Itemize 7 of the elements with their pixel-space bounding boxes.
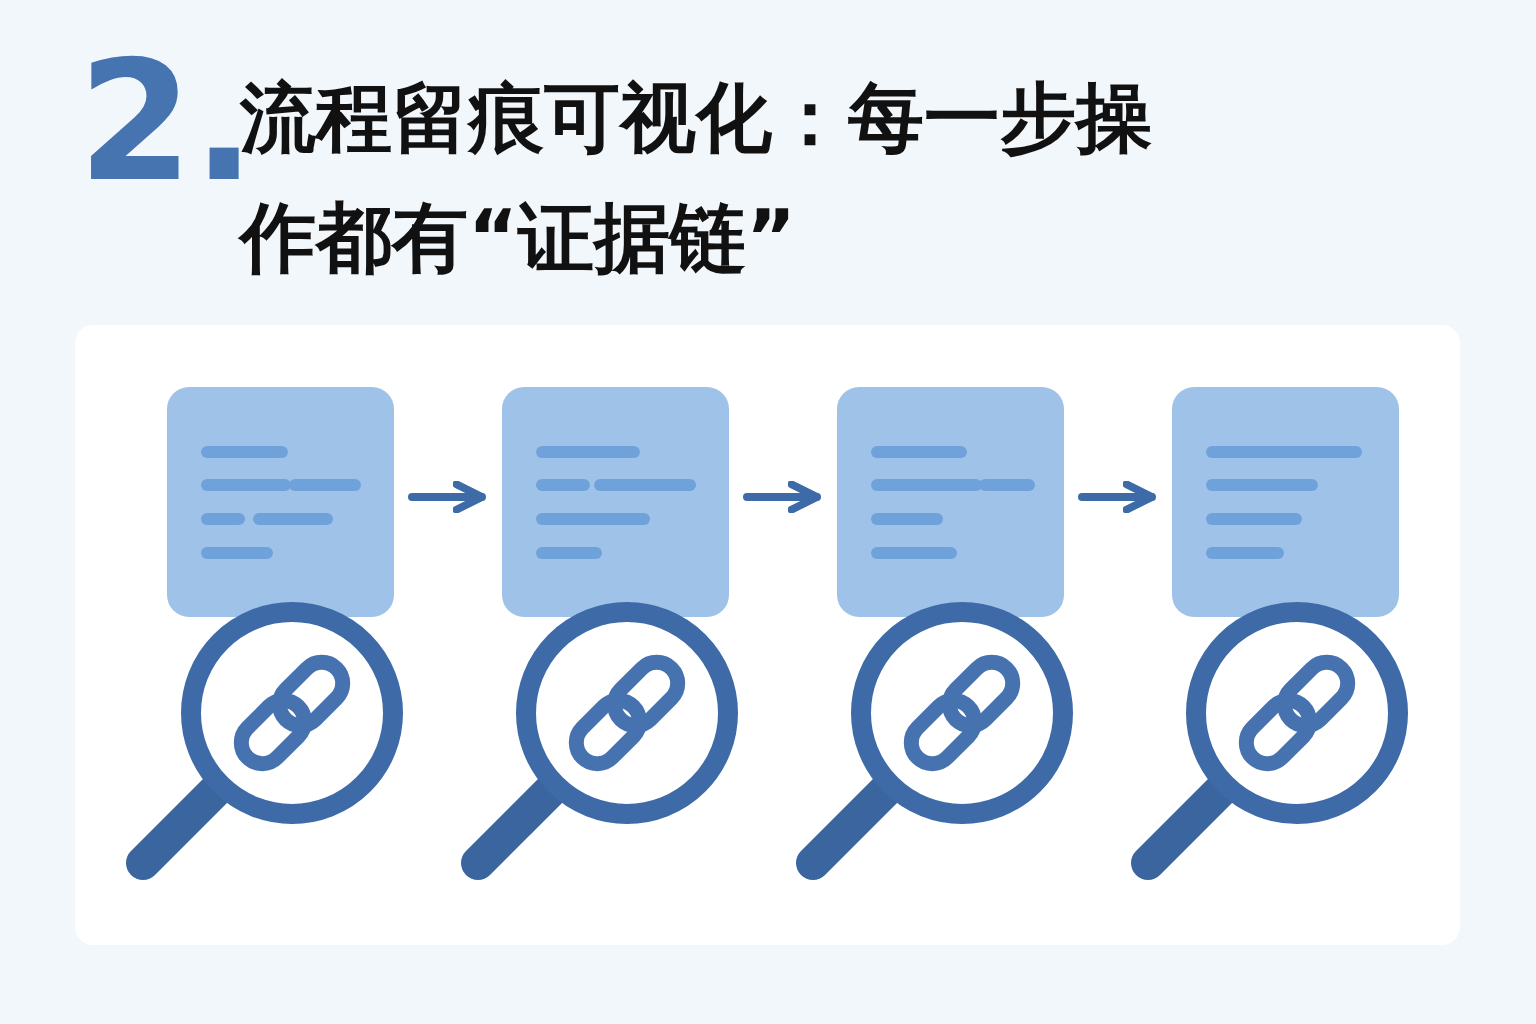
document-card	[837, 387, 1064, 617]
arrow	[1078, 480, 1156, 514]
arrow	[408, 480, 486, 514]
arrow	[743, 480, 821, 514]
document-card	[1172, 387, 1399, 617]
document-card	[502, 387, 729, 617]
document-card	[167, 387, 394, 617]
